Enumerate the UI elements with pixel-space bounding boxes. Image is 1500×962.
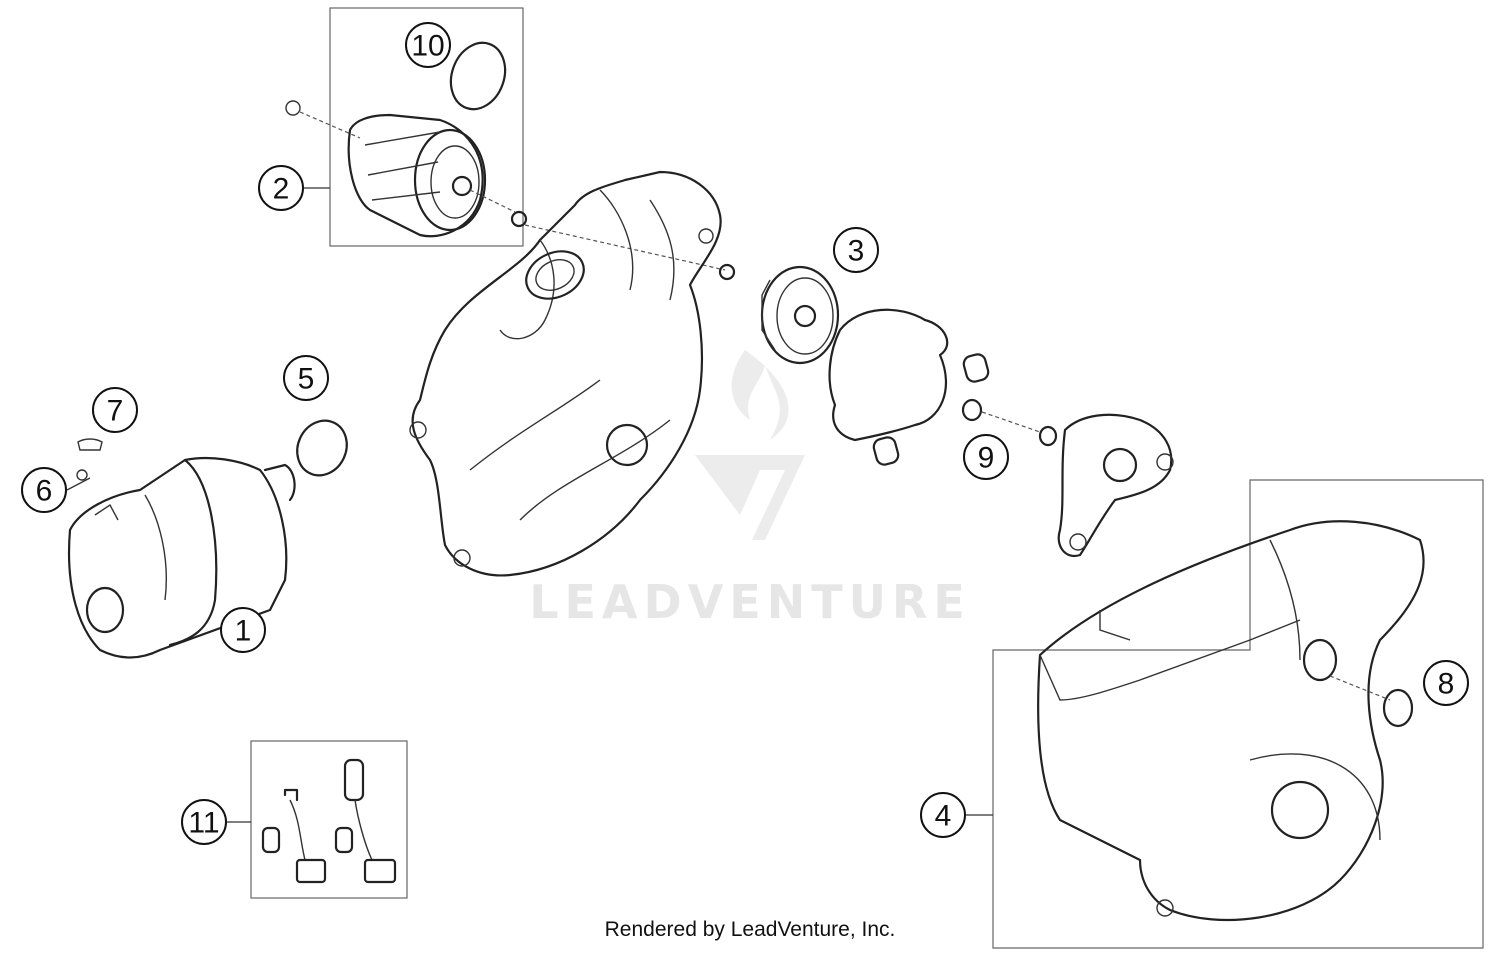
starter-drive-gear-2 [285, 100, 516, 238]
callout-10: 10 [405, 22, 451, 68]
svg-text:4: 4 [935, 800, 952, 833]
callout-4: 4 [920, 792, 966, 838]
callout-7: 7 [92, 387, 138, 433]
washer [718, 263, 736, 281]
svg-text:3: 3 [848, 235, 865, 268]
gear-cover-bracket [1057, 413, 1174, 558]
o-ring-10 [449, 41, 507, 111]
washer-8 [1382, 688, 1414, 728]
axis-line [524, 224, 726, 271]
callout-6: 6 [21, 467, 67, 513]
callout-2: 2 [258, 165, 304, 211]
svg-text:1: 1 [235, 615, 252, 648]
brush-kit-box [250, 740, 408, 899]
leadventure-watermark: LEADVENTURE [529, 350, 971, 629]
dowel-pin [872, 436, 900, 466]
idler-gear-3 [760, 265, 840, 365]
washer [510, 210, 528, 228]
ignition-cover-group-box [992, 479, 1484, 949]
svg-text:2: 2 [273, 173, 290, 206]
callout-8: 8 [1423, 660, 1469, 706]
starter-drive-group-box [329, 7, 524, 247]
svg-text:7: 7 [107, 395, 124, 428]
svg-text:5: 5 [298, 363, 315, 396]
callout-3: 3 [833, 227, 879, 273]
callout-5: 5 [283, 355, 329, 401]
dowel-pin [962, 353, 990, 383]
svg-text:10: 10 [411, 30, 444, 63]
render-credit: Rendered by LeadVenture, Inc. [604, 918, 896, 941]
svg-text:8: 8 [1438, 668, 1455, 701]
axis-line [1329, 675, 1391, 701]
starter-motor-1 [67, 438, 296, 659]
carbon-brushes-11 [261, 758, 397, 884]
engine-case [409, 170, 722, 577]
watermark-text: LEADVENTURE [529, 575, 971, 629]
leader-6 [66, 477, 91, 491]
callout-11: 11 [181, 799, 227, 845]
callout-9: 9 [963, 434, 1009, 480]
svg-text:6: 6 [36, 475, 53, 508]
ignition-cover-4 [1037, 520, 1425, 922]
svg-text:11: 11 [188, 807, 219, 840]
svg-text:9: 9 [978, 442, 995, 475]
callout-1: 1 [220, 607, 266, 653]
washer-9 [961, 398, 1058, 447]
o-ring-5 [296, 419, 348, 477]
gasket [828, 308, 949, 442]
